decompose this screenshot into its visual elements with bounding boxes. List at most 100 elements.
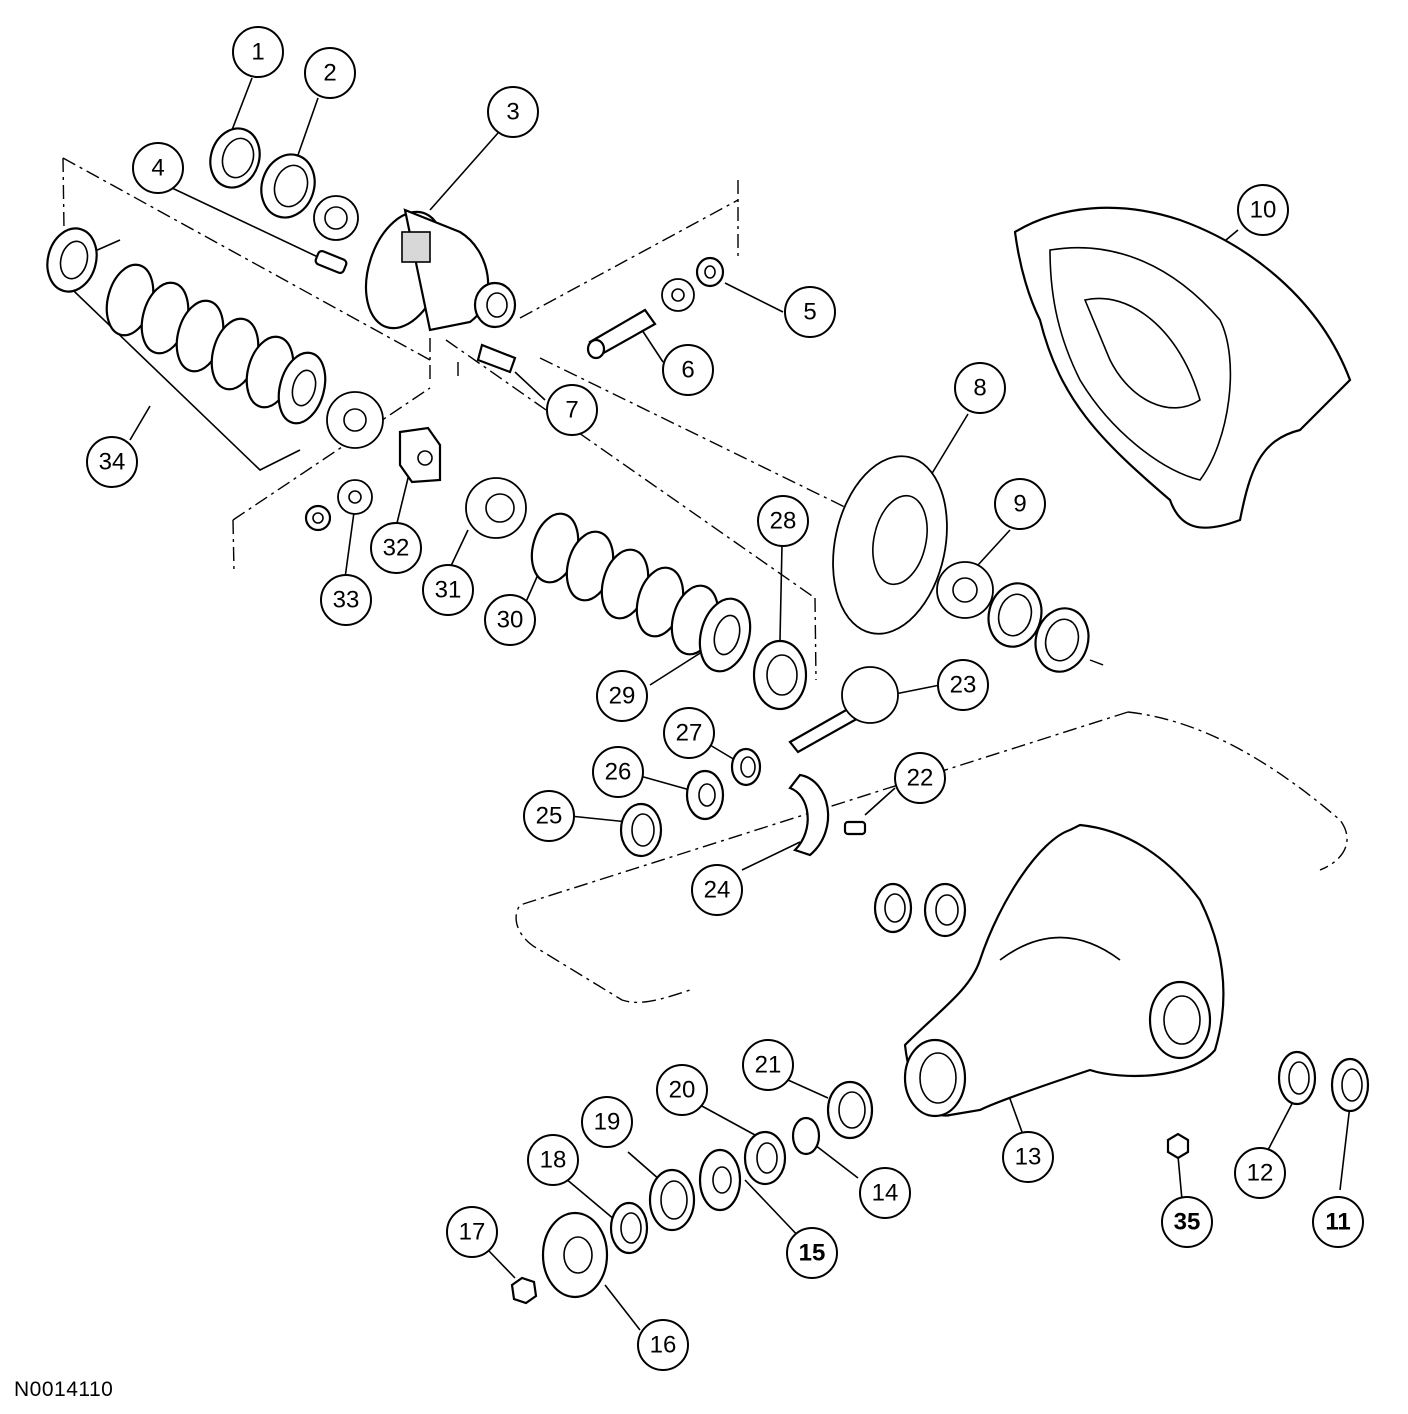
callout-16: 16 — [637, 1319, 689, 1371]
side-gear-left — [326, 391, 384, 449]
callout-label: 7 — [565, 397, 578, 424]
callout-label: 32 — [383, 535, 410, 562]
callout-12: 12 — [1234, 1147, 1286, 1199]
callout-label: 35 — [1174, 1209, 1201, 1236]
callout-label: 6 — [681, 357, 694, 384]
parts — [46, 127, 1370, 1305]
callout-label: 34 — [99, 449, 126, 476]
callout-15: 15 — [786, 1227, 838, 1279]
callout-27: 27 — [663, 707, 715, 759]
bolt-7 — [476, 343, 517, 374]
pinion-gear-small — [661, 278, 695, 312]
callout-19: 19 — [581, 1096, 633, 1148]
washer-15 — [698, 1148, 742, 1212]
callout-label: 25 — [536, 803, 563, 830]
callout-6: 6 — [662, 344, 714, 396]
block-32 — [398, 426, 442, 484]
callout-label: 26 — [605, 759, 632, 786]
callout-31: 31 — [422, 564, 474, 616]
callout-3: 3 — [487, 86, 539, 138]
callout-10: 10 — [1237, 184, 1289, 236]
callout-13: 13 — [1002, 1131, 1054, 1183]
callout-label: 19 — [594, 1109, 621, 1136]
seal-25 — [619, 802, 663, 858]
bearing-cup-21 — [826, 1080, 874, 1140]
callout-2: 2 — [304, 47, 356, 99]
side-gear-31 — [465, 477, 527, 539]
pinion-gear-9 — [936, 561, 994, 619]
clutch-pack-left — [46, 227, 327, 425]
callout-35: 35 — [1161, 1196, 1213, 1248]
side-gear-small — [313, 195, 359, 241]
callout-label: 21 — [755, 1052, 782, 1079]
washer-5 — [695, 256, 725, 288]
callout-label: 2 — [323, 60, 336, 87]
nut-17 — [510, 1276, 538, 1305]
thrust-washer-28 — [752, 639, 808, 711]
callout-label: 8 — [973, 375, 986, 402]
callout-28: 28 — [757, 495, 809, 547]
plug-35 — [1166, 1132, 1190, 1160]
callout-label: 27 — [676, 720, 703, 747]
housing-bearings — [873, 882, 967, 938]
callout-label: 12 — [1247, 1160, 1274, 1187]
callout-8: 8 — [954, 362, 1006, 414]
pinion-gear-33 — [304, 479, 373, 532]
callout-29: 29 — [596, 670, 648, 722]
callout-20: 20 — [656, 1064, 708, 1116]
callout-30: 30 — [484, 594, 536, 646]
bolt-22 — [843, 820, 867, 836]
leader-lines — [129, 77, 1351, 1331]
carrier-housing-13 — [903, 823, 1225, 1118]
callout-label: 30 — [497, 607, 524, 634]
callout-33: 33 — [320, 574, 372, 626]
callout-label: 5 — [803, 299, 816, 326]
bearing-near-9 — [987, 582, 1090, 673]
bolt-4 — [314, 249, 348, 275]
callout-label: 16 — [650, 1332, 677, 1359]
callout-7: 7 — [546, 384, 598, 436]
callout-32: 32 — [370, 522, 422, 574]
callout-label: 13 — [1015, 1144, 1042, 1171]
retainer-24 — [788, 773, 830, 857]
bearing-12 — [1277, 1050, 1317, 1106]
differential-cover-10 — [1013, 206, 1352, 529]
callout-18: 18 — [527, 1134, 579, 1186]
callout-11: 11 — [1312, 1196, 1364, 1248]
callout-label: 31 — [435, 577, 462, 604]
bearing-26 — [685, 769, 725, 821]
callout-label: 9 — [1013, 491, 1026, 518]
callout-5: 5 — [784, 286, 836, 338]
ring-gear-8 — [832, 455, 948, 635]
callout-23: 23 — [937, 659, 989, 711]
callout-label: 10 — [1250, 197, 1277, 224]
flange-16 — [541, 1211, 609, 1299]
callout-label: 1 — [251, 39, 264, 66]
reference-code: N0014110 — [14, 1378, 114, 1401]
bearing-cup-27 — [730, 747, 762, 787]
callout-9: 9 — [994, 478, 1046, 530]
callout-label: 24 — [704, 877, 731, 904]
callout-14: 14 — [859, 1167, 911, 1219]
bearing-cup-1 — [209, 127, 261, 189]
callout-22: 22 — [894, 752, 946, 804]
callout-1: 1 — [232, 26, 284, 78]
callout-label: 11 — [1325, 1209, 1350, 1236]
callout-34: 34 — [86, 436, 138, 488]
callout-label: 23 — [950, 672, 977, 699]
callout-label: 4 — [151, 155, 164, 182]
clutch-pack-right — [530, 512, 752, 673]
bearing-19 — [648, 1168, 696, 1232]
callout-4: 4 — [132, 142, 184, 194]
callout-26: 26 — [592, 746, 644, 798]
callout-25: 25 — [523, 790, 575, 842]
callout-label: 28 — [770, 508, 797, 535]
callout-label: 22 — [907, 765, 934, 792]
bearing-14 — [791, 1116, 821, 1156]
callout-17: 17 — [446, 1206, 498, 1258]
callouts: 1 2 3 4 5 6 7 8 9 10 11 12 13 14 15 16 1… — [86, 26, 1364, 1371]
callout-21: 21 — [742, 1039, 794, 1091]
seal-18 — [609, 1201, 649, 1255]
callout-label: 20 — [669, 1077, 696, 1104]
